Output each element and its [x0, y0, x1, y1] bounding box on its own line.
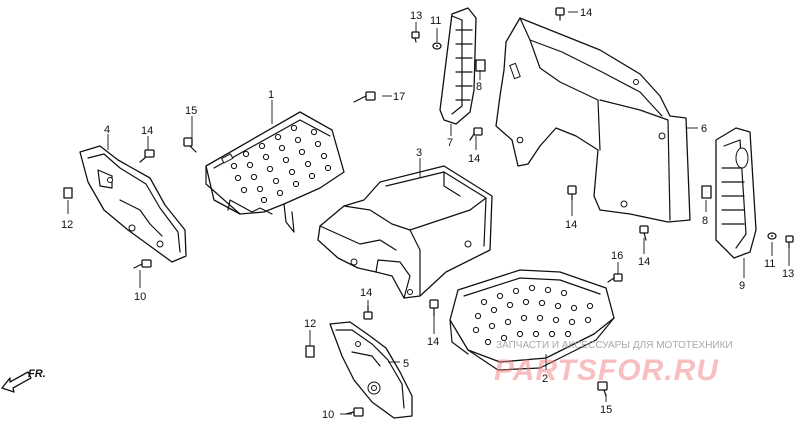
callout-label: 9: [739, 280, 745, 292]
clip-nut-icon: [63, 187, 73, 199]
callout-label: 13: [782, 268, 794, 280]
callout-label: 7: [447, 137, 453, 149]
callout-label: 11: [764, 258, 775, 270]
part-3-air-duct: [317, 165, 493, 299]
bolt-icon: [429, 299, 439, 317]
tray-1-holes: [230, 124, 332, 204]
part-4-left-bracket: [79, 145, 187, 263]
callout-label: 8: [476, 81, 482, 93]
callout-label: 15: [185, 105, 197, 117]
bolt-icon: [363, 305, 373, 320]
callout-label: 13: [410, 10, 422, 22]
bolt-icon: [639, 225, 649, 241]
clip-nut-icon: [305, 345, 315, 358]
bolt-icon: [345, 407, 364, 417]
part-2-lower-tray: [449, 269, 615, 371]
callout-label: 11: [430, 15, 441, 27]
bolt-icon: [597, 381, 608, 397]
callout-label: 14: [468, 153, 480, 165]
bolt-icon: [785, 235, 794, 249]
part-1-upper-tray: [205, 111, 345, 233]
arrow-icon: [1, 371, 32, 393]
callout-label: 5: [403, 358, 409, 370]
tray-2-holes: [472, 284, 594, 346]
callout-label: 14: [638, 256, 650, 268]
front-direction-arrow: FR.: [1, 368, 46, 393]
callout-labels: 4 14 12 10 15 1 3 17 13 11 8 7 14 14 6 1…: [61, 7, 794, 421]
callout-label: 6: [701, 123, 707, 135]
washer-icon: [767, 232, 777, 240]
callout-label: 3: [416, 147, 422, 159]
washer-icon: [432, 42, 442, 50]
callout-label: 10: [322, 409, 334, 421]
callout-label: 14: [360, 287, 372, 299]
bolt-icon: [133, 259, 152, 269]
clip-nut-icon: [475, 59, 486, 72]
bolt-icon: [555, 7, 565, 21]
part-9-side-grill: [715, 127, 757, 259]
watermark-site: PARTSFOR.RU: [494, 354, 719, 387]
callout-label: 14: [565, 219, 577, 231]
callout-label: 4: [104, 124, 110, 136]
callout-label: 17: [393, 91, 405, 103]
callout-label: 1: [268, 89, 274, 101]
bolt-icon: [567, 185, 577, 201]
bolt-icon: [607, 273, 623, 283]
part-5-lower-bracket: [329, 321, 413, 419]
bolt-icon: [469, 127, 483, 141]
callout-label: 16: [611, 250, 623, 262]
callout-label: 10: [134, 291, 146, 303]
bolt-icon: [183, 137, 197, 153]
callout-label: 14: [427, 336, 439, 348]
callout-label: 2: [542, 373, 548, 385]
bolt-icon: [139, 149, 155, 163]
callout-label: 14: [141, 125, 153, 137]
callout-label: 14: [580, 7, 592, 19]
callout-label: 12: [61, 219, 73, 231]
callout-label: 15: [600, 404, 612, 416]
watermark-tagline: ЗАПЧАСТИ И АКСЕССУАРЫ ДЛЯ МОТОТЕХНИКИ: [496, 340, 733, 351]
part-7-side-grill: [439, 7, 477, 125]
bolt-icon: [411, 31, 420, 43]
callout-label: 12: [304, 318, 316, 330]
bolt-icon: [353, 91, 376, 103]
part-6-rear-panel: [495, 17, 691, 223]
watermark: ЗАПЧАСТИ И АКСЕССУАРЫ ДЛЯ МОТОТЕХНИКИ PA…: [494, 340, 733, 387]
callout-label: 8: [702, 215, 708, 227]
leader-lines: [67, 11, 790, 415]
clip-nut-icon: [701, 185, 712, 199]
front-label: FR.: [28, 368, 46, 380]
